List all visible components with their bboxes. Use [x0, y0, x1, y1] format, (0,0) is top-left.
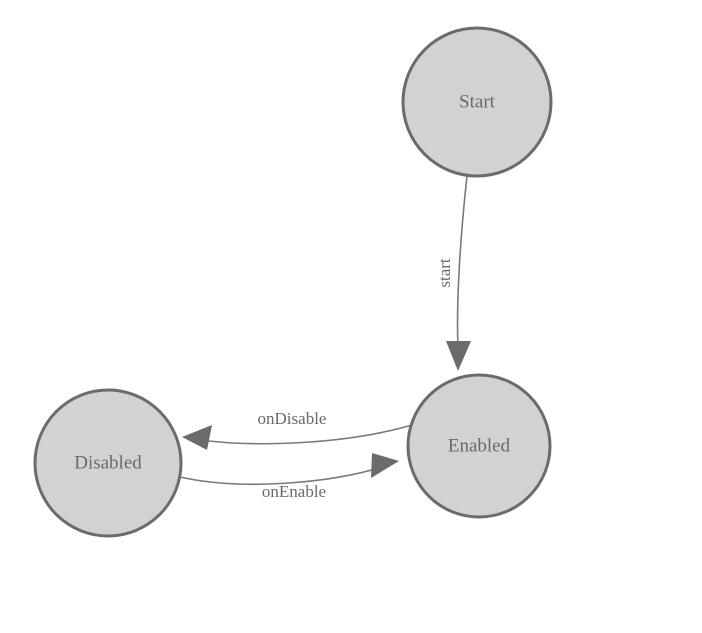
node-label-start: Start — [459, 91, 496, 112]
node-shape-enabled — [406, 373, 552, 519]
arrowhead-enabled-to-disabled — [182, 425, 212, 450]
edge-label-start-to-enabled: start — [435, 258, 454, 288]
edges-layer — [179, 175, 471, 485]
edge-label-enabled-to-disabled: onDisable — [258, 409, 327, 428]
node-enabled[interactable]: Enabled — [406, 373, 552, 519]
edge-line-start-to-enabled — [456, 175, 468, 347]
node-label-enabled: Enabled — [448, 435, 511, 456]
edge-enabled-to-disabled[interactable] — [182, 424, 413, 450]
edge-disabled-to-enabled[interactable] — [179, 453, 399, 485]
edge-line-disabled-to-enabled — [179, 466, 383, 485]
node-shape-start — [401, 26, 553, 178]
node-start[interactable]: Start — [401, 26, 553, 178]
edge-label-disabled-to-enabled: onEnable — [262, 482, 326, 501]
node-shape-disabled — [33, 388, 183, 538]
edge-line-enabled-to-disabled — [199, 424, 413, 445]
arrowhead-start-to-enabled — [446, 341, 471, 371]
node-disabled[interactable]: Disabled — [33, 388, 183, 538]
edge-start-to-enabled[interactable] — [446, 175, 471, 371]
node-label-disabled: Disabled — [74, 452, 142, 473]
arrowhead-disabled-to-enabled — [371, 453, 399, 478]
edge-labels-layer: start onDisable onEnable — [258, 258, 454, 501]
